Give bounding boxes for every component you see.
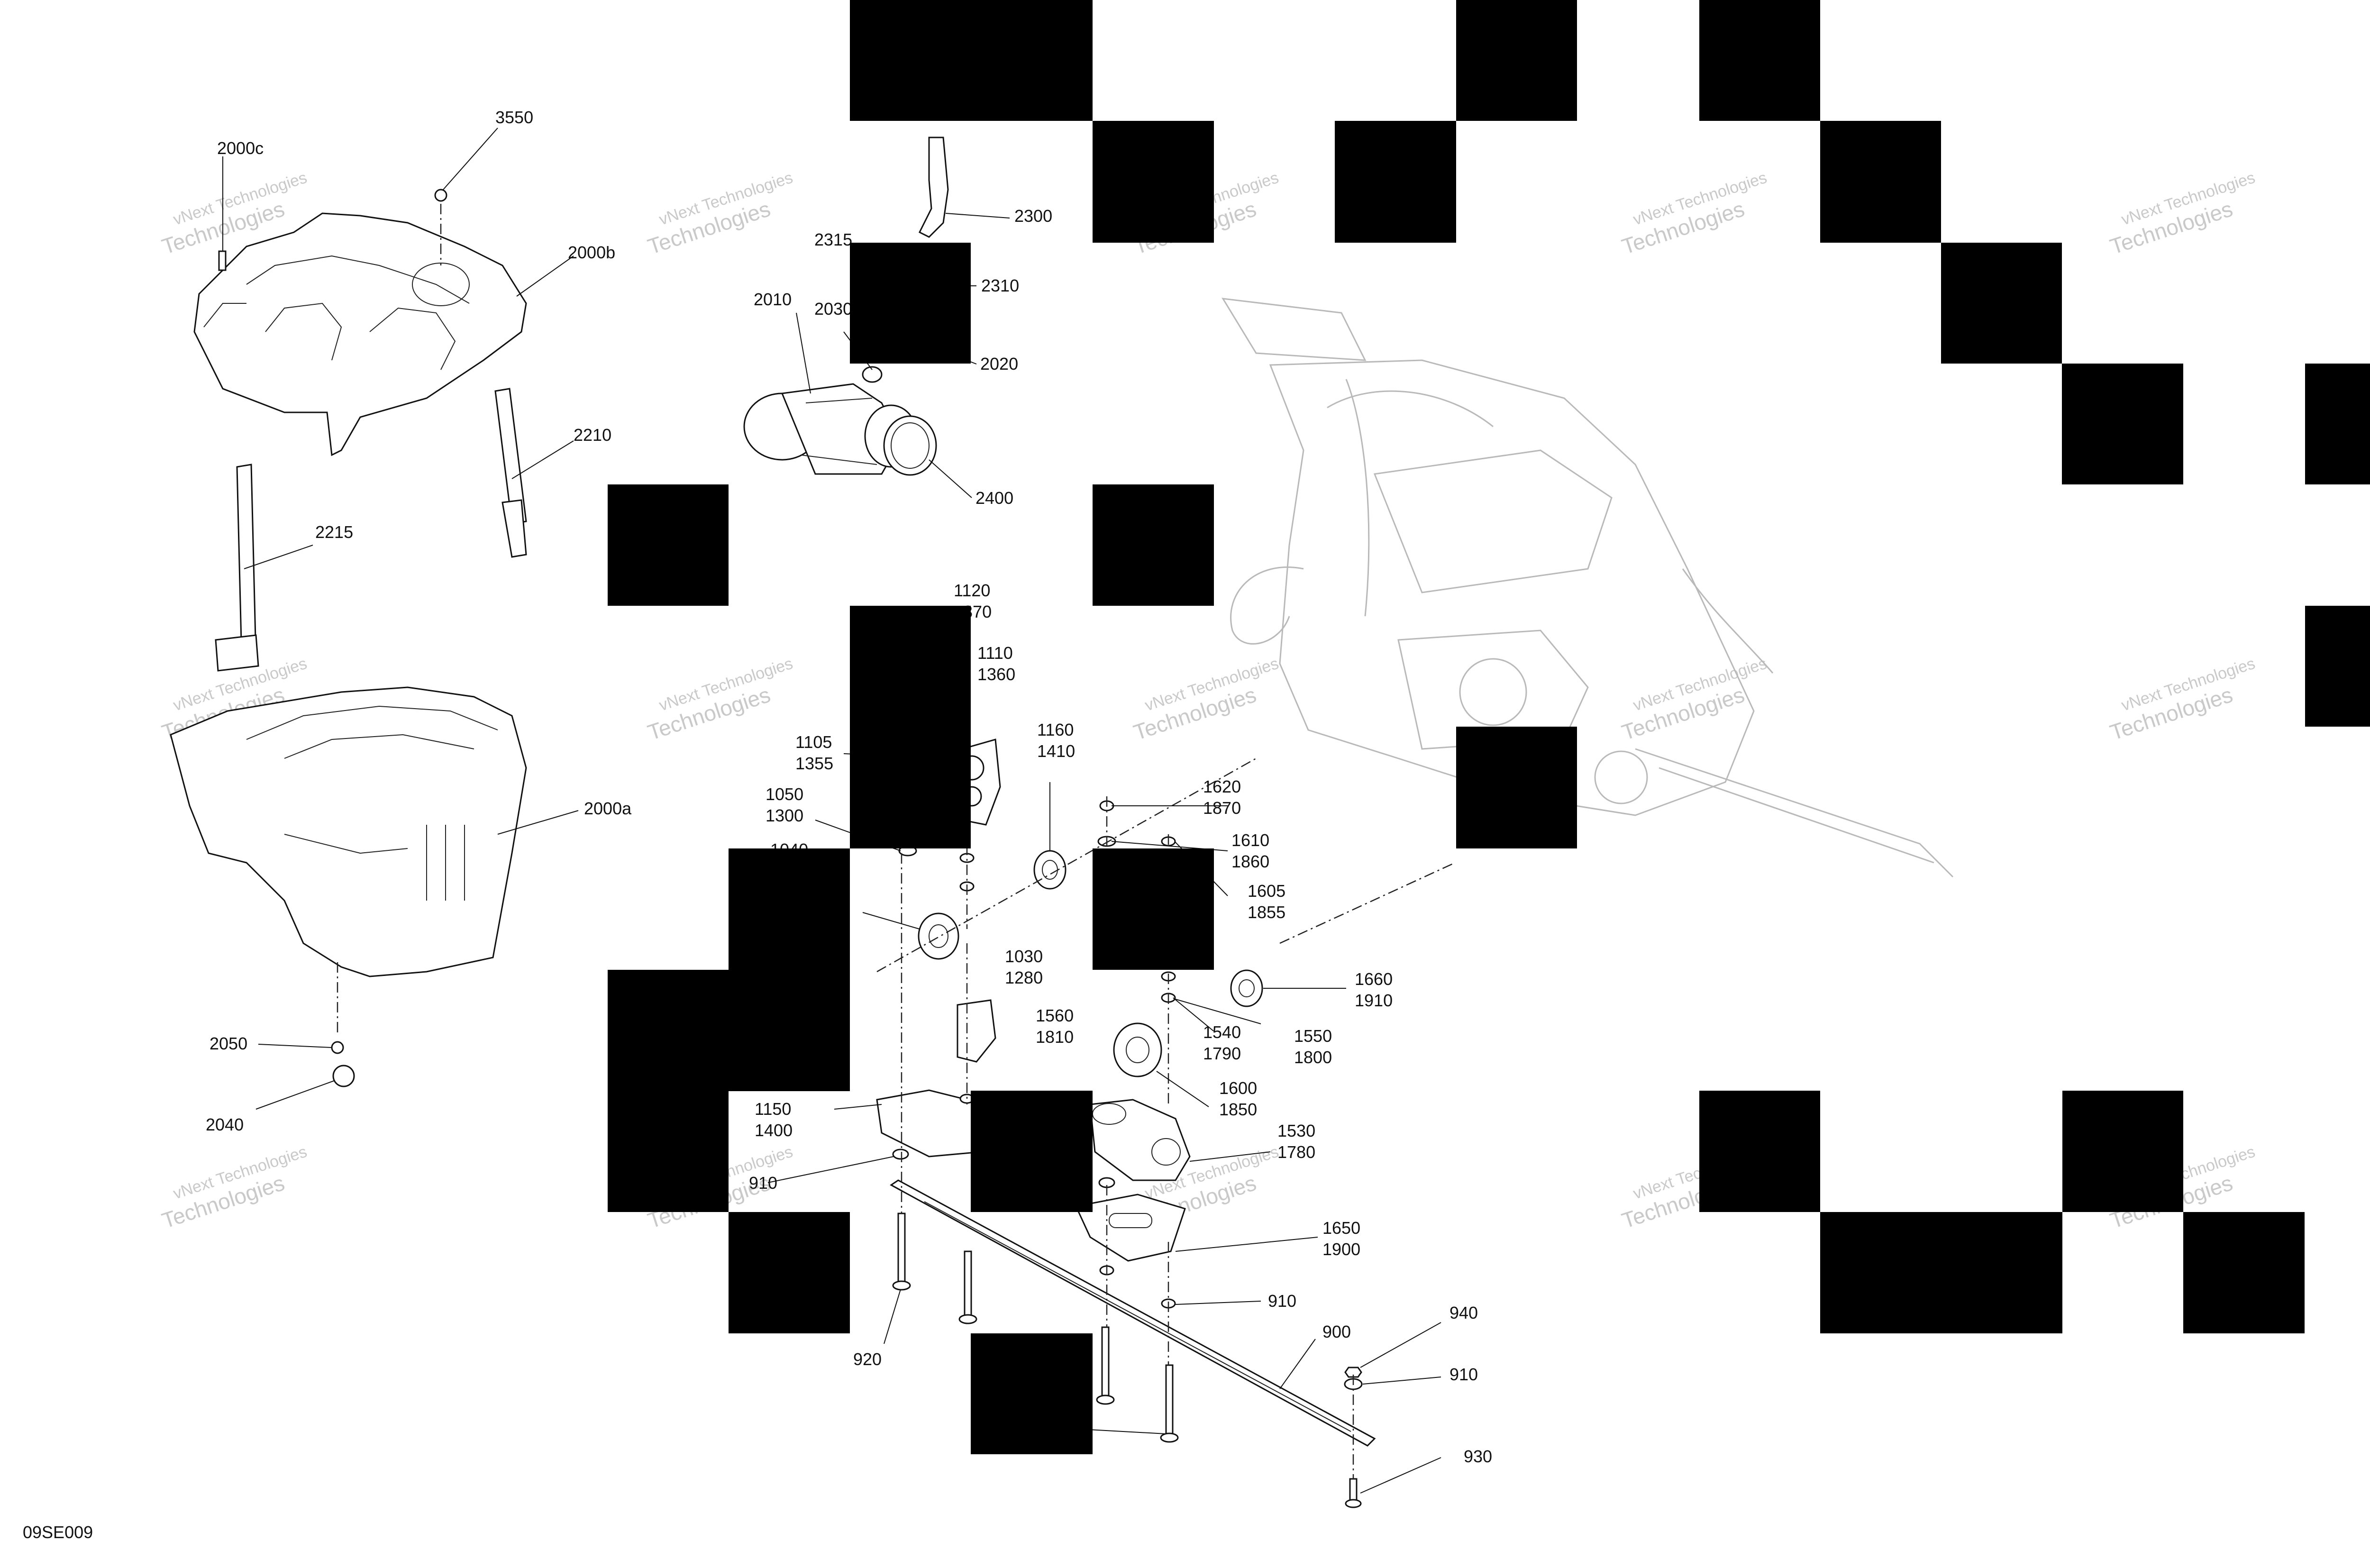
callout-label: 930: [1464, 1447, 1492, 1466]
callout-label: 910: [1449, 1365, 1478, 1384]
callout-label: 1160: [1037, 720, 1074, 739]
callout-label: 1105: [795, 732, 832, 752]
callout-label: 940: [1449, 1303, 1478, 1322]
strap-2210: [494, 388, 527, 558]
callout-label: 1855: [1248, 903, 1285, 922]
callout-label: 1800: [1294, 1048, 1332, 1067]
callout-label: 2010: [754, 290, 792, 309]
plate-1650: [1075, 1194, 1186, 1262]
callout-label: 1650: [1322, 1218, 1360, 1238]
bolts-920: [892, 1212, 1179, 1443]
screw-3550: [434, 189, 447, 265]
hose-clamp-2400: [883, 415, 937, 476]
callout-label: 3550: [495, 108, 533, 127]
callout-label: 1790: [1203, 1044, 1241, 1063]
callout-label: 1410: [1037, 741, 1075, 761]
redaction-blocks: [608, 0, 2370, 1454]
callout-label: 1850: [1219, 1100, 1257, 1119]
airbox-base: [170, 686, 527, 977]
bushing-1160: [1033, 850, 1066, 890]
callout-label: 1870: [1203, 798, 1241, 818]
callout-label: 1605: [1248, 881, 1285, 901]
callout-label: 1620: [1203, 777, 1241, 796]
callout-label: 1610: [1231, 830, 1269, 850]
strap-2215: [215, 464, 259, 672]
bushing-1660: [1230, 969, 1263, 1007]
bushing-1600: [1113, 1022, 1162, 1077]
mount-1530: [1089, 1099, 1191, 1181]
callout-label: 1360: [977, 665, 1015, 684]
callout-label: 1050: [766, 784, 803, 804]
callout-label: 1540: [1203, 1022, 1241, 1042]
clamp-2030: [862, 366, 883, 383]
callout-label: 910: [1268, 1291, 1296, 1311]
callout-label: 920: [853, 1349, 882, 1369]
callout-label: 2030: [814, 299, 852, 319]
callout-label: 1530: [1277, 1121, 1315, 1140]
callout-label: 2315: [814, 230, 852, 249]
callout-label: 2050: [210, 1034, 247, 1053]
callout-label: 1910: [1355, 991, 1393, 1010]
callout-label: 2300: [1014, 206, 1052, 226]
bushing-1040: [918, 912, 959, 960]
clip-2000c: [218, 250, 227, 271]
callout-label: 1030: [1005, 947, 1043, 966]
callout-label: 1550: [1294, 1026, 1332, 1046]
callout-label: 2040: [206, 1115, 244, 1134]
callout-label: 2210: [574, 425, 611, 445]
mount-bracket-1105: [959, 738, 1001, 826]
callout-label: 1280: [1005, 968, 1043, 987]
callout-label: 2020: [980, 354, 1018, 374]
breather-hose-2300: [918, 137, 949, 238]
ball-2040: [332, 1065, 355, 1087]
callout-label: 1660: [1355, 969, 1393, 989]
callout-label: 900: [1322, 1322, 1351, 1341]
callout-label: 2310: [981, 276, 1019, 295]
callout-label: 1780: [1277, 1142, 1315, 1162]
support-bar-900: [890, 1179, 1376, 1447]
callout-label: 910: [749, 1173, 777, 1193]
callout-label: 1400: [755, 1121, 793, 1140]
callout-label: 2000b: [568, 243, 615, 262]
callout-labels: 3550 2000c 2000b 2210 2215 2000a 2050 20…: [23, 108, 1492, 1542]
callout-label: 1900: [1322, 1240, 1360, 1259]
callout-label: 1300: [766, 806, 803, 825]
callout-label: 1600: [1219, 1078, 1257, 1098]
callout-label: 1150: [755, 1099, 791, 1119]
bolt-930: [1345, 1478, 1362, 1508]
engine-illustration: [1221, 298, 1954, 878]
callout-label: 1560: [1036, 1006, 1074, 1025]
diagram-code: 09SE009: [23, 1522, 93, 1542]
callout-label: 1355: [795, 754, 833, 773]
screw-2050: [331, 962, 344, 1054]
callout-label: 2000c: [217, 138, 264, 158]
mount-1030: [957, 999, 996, 1063]
callout-label: 1860: [1231, 852, 1269, 871]
callout-label: 2215: [315, 522, 353, 542]
callout-label: 2400: [975, 488, 1013, 508]
callout-label: 1120: [954, 581, 990, 600]
callout-label: 2000a: [584, 799, 632, 818]
callout-label: 1110: [977, 643, 1013, 663]
callout-label: 1810: [1036, 1027, 1074, 1047]
airbox-cover: [193, 212, 527, 456]
